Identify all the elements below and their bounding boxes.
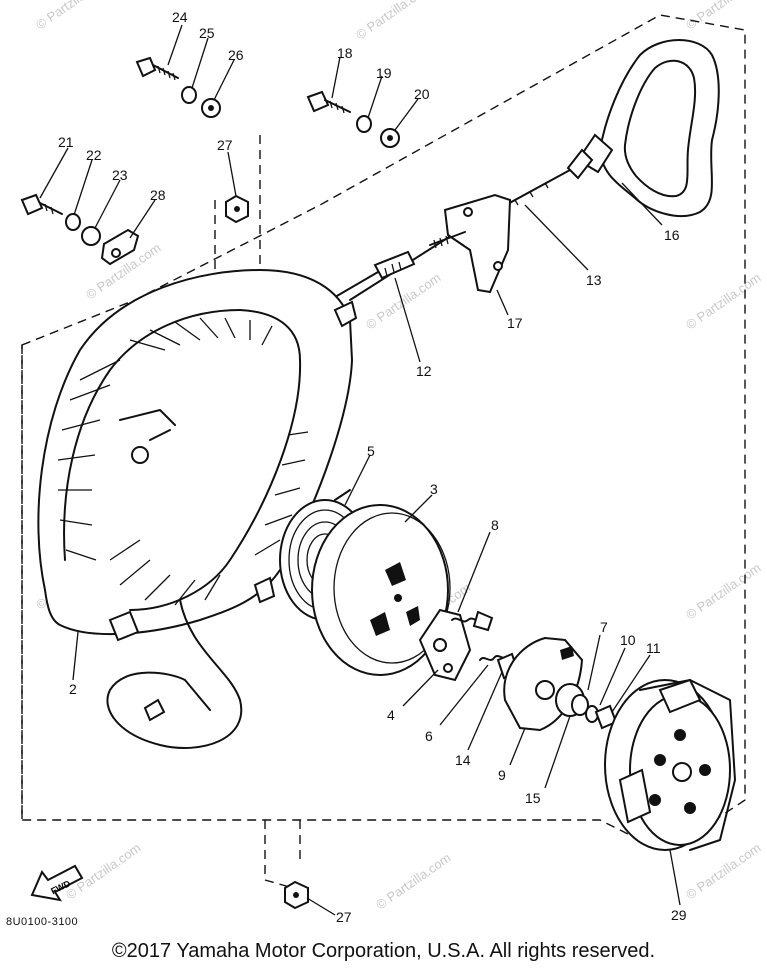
washer-7 xyxy=(571,694,589,716)
callout-4: 4 xyxy=(387,707,395,723)
starter-handle-16 xyxy=(566,39,720,217)
callout-7: 7 xyxy=(600,619,608,635)
callout-19: 19 xyxy=(376,65,392,81)
bolt-21 xyxy=(20,193,63,216)
callout-13: 13 xyxy=(586,272,602,288)
sheave-drum-3 xyxy=(311,504,451,676)
cable-fitting-12 xyxy=(329,250,416,301)
callout-27-top: 27 xyxy=(217,137,233,153)
watermark: © Partzilla.com xyxy=(33,0,113,32)
callout-22: 22 xyxy=(86,147,102,163)
callout-5: 5 xyxy=(367,443,375,459)
drive-pawl-4 xyxy=(418,608,472,682)
callout-25: 25 xyxy=(199,25,215,41)
washer-23 xyxy=(81,226,101,246)
watermark: © Partzilla.com xyxy=(363,270,443,333)
leader-lines xyxy=(39,24,681,916)
callout-11: 11 xyxy=(646,640,661,656)
callout-23: 23 xyxy=(112,167,128,183)
watermark: © Partzilla.com xyxy=(353,0,433,42)
callout-15: 15 xyxy=(525,790,541,806)
callout-10: 10 xyxy=(620,632,636,648)
callout-28: 28 xyxy=(150,187,166,203)
nut-27-top xyxy=(225,194,249,224)
callout-12: 12 xyxy=(416,363,432,379)
callout-21: 21 xyxy=(58,134,74,150)
watermark: © Partzilla.com xyxy=(683,560,763,623)
watermark: © Partzilla.com xyxy=(683,0,763,32)
starter-housing-2 xyxy=(37,268,358,642)
starter-pulley-29 xyxy=(604,678,736,851)
watermark: © Partzilla.com xyxy=(683,270,763,333)
diagram-code: 8U0100-3100 xyxy=(6,916,79,928)
rope-guide-bracket-17 xyxy=(429,193,512,294)
plate-28 xyxy=(100,228,140,266)
callout-8: 8 xyxy=(491,517,499,533)
callout-27-bottom: 27 xyxy=(336,909,352,925)
callout-16: 16 xyxy=(664,227,680,243)
callout-26: 26 xyxy=(228,47,244,63)
stop-cord xyxy=(106,599,243,749)
pawl-spring-8 xyxy=(451,610,494,632)
callout-3: 3 xyxy=(430,481,438,497)
bolt-24 xyxy=(135,56,179,81)
callout-20: 20 xyxy=(414,86,430,102)
callout-9: 9 xyxy=(498,767,506,783)
callout-14: 14 xyxy=(455,752,471,768)
callout-17: 17 xyxy=(507,315,523,331)
washer-19 xyxy=(356,115,372,133)
callout-6: 6 xyxy=(425,728,433,744)
watermark: © Partzilla.com xyxy=(373,850,453,913)
bolt-18 xyxy=(306,90,351,114)
callout-2: 2 xyxy=(69,681,77,697)
washer-22 xyxy=(65,213,81,231)
callout-24: 24 xyxy=(172,9,188,25)
callout-18: 18 xyxy=(337,45,353,61)
nut-27-bottom xyxy=(284,880,309,910)
callouts: 24 25 26 18 19 20 21 22 23 28 27 16 13 1… xyxy=(58,9,687,925)
copyright-notice: ©2017 Yamaha Motor Corporation, U.S.A. A… xyxy=(111,940,656,962)
callout-29: 29 xyxy=(671,907,687,923)
washer-25 xyxy=(181,86,197,104)
